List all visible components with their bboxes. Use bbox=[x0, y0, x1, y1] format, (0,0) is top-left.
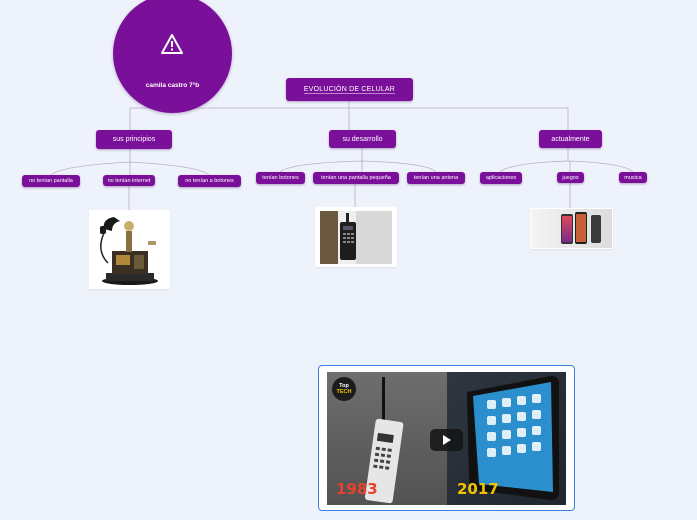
play-icon bbox=[443, 435, 451, 445]
top-tech-badge: Top TECH bbox=[332, 377, 356, 401]
leaf-label: no tenían internet bbox=[107, 177, 151, 184]
leaf-node[interactable]: tenían una antena bbox=[407, 172, 465, 184]
leaf-node[interactable]: tenían una pantalla pequeña bbox=[313, 172, 399, 184]
root-topic[interactable]: EVOLUCIÓN DE CELULAR bbox=[286, 78, 413, 101]
leaf-label: no tenían pantalla bbox=[29, 178, 73, 184]
year-left-label: 1983 bbox=[336, 480, 378, 498]
branch-actualmente[interactable]: actualmente bbox=[539, 130, 602, 148]
root-topic-label: EVOLUCIÓN DE CELULAR bbox=[303, 85, 396, 94]
leaf-node[interactable]: no tenían pantalla bbox=[22, 175, 80, 187]
branch-label: su desarrollo bbox=[342, 135, 383, 143]
antique-phone-image[interactable] bbox=[89, 210, 170, 289]
leaf-node[interactable]: musica bbox=[619, 172, 647, 183]
video-left-panel bbox=[327, 372, 447, 505]
branch-label: sus principios bbox=[112, 136, 156, 143]
branch-su-desarrollo[interactable]: su desarrollo bbox=[329, 130, 396, 148]
year-right-label: 2017 bbox=[457, 480, 499, 498]
leaf-node[interactable]: tenían botones bbox=[256, 172, 305, 184]
brick-phone-image[interactable] bbox=[315, 207, 397, 267]
leaf-label: musica bbox=[624, 174, 642, 181]
video-right-panel bbox=[447, 372, 566, 505]
leaf-node[interactable]: juegos bbox=[557, 172, 584, 183]
central-topic[interactable]: camila castro 7°b bbox=[113, 0, 232, 113]
modern-phones-image[interactable] bbox=[530, 208, 613, 249]
warning-icon bbox=[161, 34, 183, 54]
leaf-label: juegos bbox=[562, 174, 579, 181]
leaf-label: tenían una pantalla pequeña bbox=[321, 175, 391, 181]
leaf-node[interactable]: no tenían a botones bbox=[178, 175, 241, 187]
badge-bottom-text: TECH bbox=[336, 389, 352, 395]
video-thumbnail[interactable]: Top TECH 1983 2017 bbox=[327, 372, 566, 505]
video-embed[interactable]: Top TECH 1983 2017 bbox=[318, 365, 575, 511]
leaf-label: no tenían a botones bbox=[185, 178, 234, 184]
leaf-label: tenían una antena bbox=[413, 175, 459, 181]
badge-top-text: Top bbox=[339, 383, 349, 389]
leaf-label: tenían botones bbox=[262, 175, 299, 181]
author-name: camila castro 7°b bbox=[145, 82, 200, 89]
leaf-label: aplicaciones bbox=[485, 175, 517, 181]
branch-sus-principios[interactable]: sus principios bbox=[96, 130, 172, 149]
branch-label: actualmente bbox=[551, 135, 590, 143]
leaf-node[interactable]: no tenían internet bbox=[103, 175, 155, 186]
leaf-node[interactable]: aplicaciones bbox=[480, 172, 522, 184]
play-button[interactable] bbox=[430, 429, 463, 451]
